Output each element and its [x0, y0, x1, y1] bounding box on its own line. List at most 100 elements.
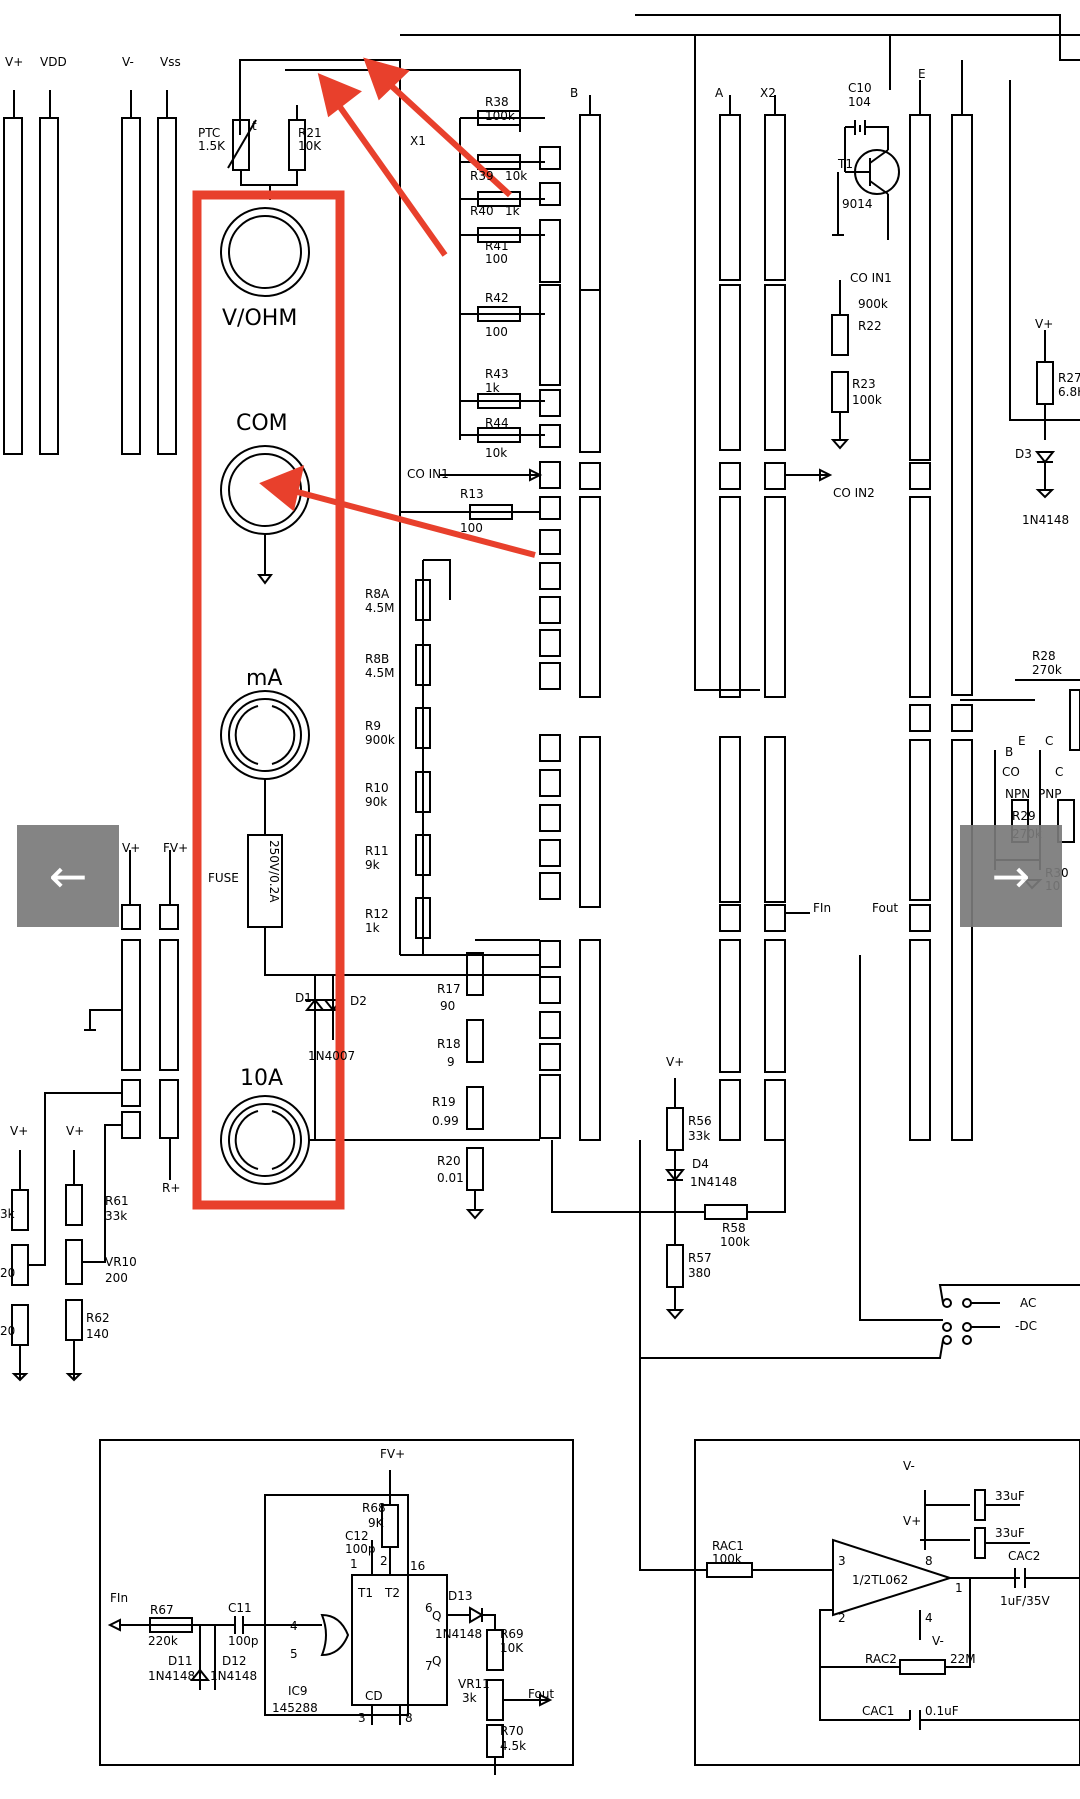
label-pin-7: 7	[425, 1659, 433, 1673]
label-r10: R10	[365, 781, 389, 795]
label-rac2-val: 22M	[950, 1652, 976, 1666]
label-r67: R67	[150, 1603, 174, 1617]
label-op-vminus: V-	[932, 1634, 944, 1648]
label-pnp: PNP	[1038, 787, 1061, 801]
label-r28: R28	[1032, 649, 1056, 663]
label-vminus-box: V-	[903, 1459, 915, 1473]
label-r28-val: 270k	[1032, 663, 1062, 677]
label-cac2-val: 1uF/35V	[1000, 1594, 1050, 1608]
label-bus-a: A	[715, 86, 724, 100]
label-left-r1-val: 3k	[0, 1207, 15, 1221]
label-bus-b: B	[570, 86, 578, 100]
arrow-right-icon: →	[991, 849, 1031, 903]
label-cac2: CAC2	[1008, 1549, 1040, 1563]
arrow-left-icon: ←	[48, 849, 88, 903]
label-r38-val: 100k	[485, 109, 515, 123]
label-r8b: R8B	[365, 652, 389, 666]
label-r57: R57	[688, 1251, 712, 1265]
label-r27: R27	[1058, 371, 1080, 385]
label-r43: R43	[485, 367, 509, 381]
label-d3-val: 1N4148	[1022, 513, 1069, 527]
label-t-mark: t	[252, 119, 257, 133]
label-cap33b: 33uF	[995, 1526, 1025, 1540]
label-vplus-left-2: V+	[66, 1124, 84, 1138]
label-c12: C12	[345, 1529, 369, 1543]
label-e-left: E	[1018, 734, 1026, 748]
label-vplus-box: V+	[903, 1514, 921, 1528]
label-pin-8: 8	[405, 1711, 413, 1725]
label-x1: X1	[410, 134, 426, 148]
label-pin-6: 6	[425, 1601, 433, 1615]
label-r13: R13	[460, 487, 484, 501]
label-fin-box: FIn	[110, 1591, 128, 1605]
label-r43-val: 1k	[485, 381, 500, 395]
highlight-box	[192, 190, 345, 1210]
next-image-button[interactable]: →	[960, 825, 1062, 927]
label-d12b-val: 1N4148	[210, 1669, 257, 1683]
label-co-left: CO	[1002, 765, 1020, 779]
label-pin-16: 16	[410, 1559, 425, 1573]
label-r8a: R8A	[365, 587, 390, 601]
label-co-in1-b: CO IN1	[850, 271, 892, 285]
rail-label-vminus: V-	[122, 55, 134, 69]
label-r62-val: 140	[86, 1327, 109, 1341]
label-r68-val: 9K	[368, 1516, 385, 1530]
jack-label-10a: 10A	[240, 1066, 283, 1091]
label-ac: AC	[1020, 1296, 1036, 1310]
label-vplus-left: V+	[122, 841, 140, 855]
label-r29: R29	[1012, 809, 1036, 823]
label-ic9-val: 145288	[272, 1701, 318, 1715]
label-r41-val: 100	[485, 252, 508, 266]
label-fuse-value: 250V/0.2A	[267, 840, 281, 903]
label-r69: R69	[500, 1627, 524, 1641]
label-r9-val: 900k	[365, 733, 395, 747]
label-op: 1/2TL062	[852, 1573, 908, 1587]
label-pin-1: 1	[350, 1557, 358, 1571]
label-cac1: CAC1	[862, 1704, 894, 1718]
label-r8a-val: 4.5M	[365, 601, 394, 615]
label-vplus-r27: V+	[1035, 317, 1053, 331]
label-r69-val: 10K	[500, 1641, 524, 1655]
label-ptc-val: 1.5K	[198, 139, 226, 153]
label-fin: FIn	[813, 901, 831, 915]
label-fuse: FUSE	[208, 871, 239, 885]
label-r68: R68	[362, 1501, 386, 1515]
label-pin-cd: CD	[365, 1689, 383, 1703]
label-d11-val: 1N4148	[148, 1669, 195, 1683]
label-d13-val: 1N4148	[435, 1627, 482, 1641]
label-c12-val: 100p	[345, 1542, 376, 1556]
label-bus-e: E	[918, 67, 926, 81]
label-r42: R42	[485, 291, 509, 305]
label-op-p3: 3	[838, 1554, 846, 1568]
label-pin-5: 5	[290, 1647, 298, 1661]
label-rac1-val: 100k	[712, 1552, 742, 1566]
label-left-r2-val: 20	[0, 1266, 15, 1280]
label-rac1: RAC1	[712, 1539, 744, 1553]
label-r19: R19	[432, 1095, 456, 1109]
label-d1: D1	[295, 991, 312, 1005]
label-r20: R20	[437, 1154, 461, 1168]
label-c10: C10	[848, 81, 872, 95]
label-d12b: D12	[222, 1654, 247, 1668]
label-fvplus-box: FV+	[380, 1447, 405, 1461]
label-r56: R56	[688, 1114, 712, 1128]
label-r18: R18	[437, 1037, 461, 1051]
label-r42-val: 100	[485, 325, 508, 339]
label-c10-val: 104	[848, 95, 871, 109]
label-r67-val: 220k	[148, 1634, 178, 1648]
label-op-p2: 2	[838, 1611, 846, 1625]
label-r40: R40	[470, 204, 494, 218]
label-c11-val: 100p	[228, 1634, 259, 1648]
label-r56-val: 33k	[688, 1129, 710, 1143]
label-ic9: IC9	[288, 1684, 308, 1698]
label-cac1-val: 0.1uF	[925, 1704, 959, 1718]
label-vr11: VR11	[458, 1677, 490, 1691]
label-d4: D4	[692, 1157, 709, 1171]
label-vplus-left-1: V+	[10, 1124, 28, 1138]
label-r21: R21	[298, 126, 322, 140]
previous-image-button[interactable]: ←	[17, 825, 119, 927]
label-r70: R70	[500, 1724, 524, 1738]
label-left-r3-val: 20	[0, 1324, 15, 1338]
label-c-left: C	[1055, 765, 1063, 779]
